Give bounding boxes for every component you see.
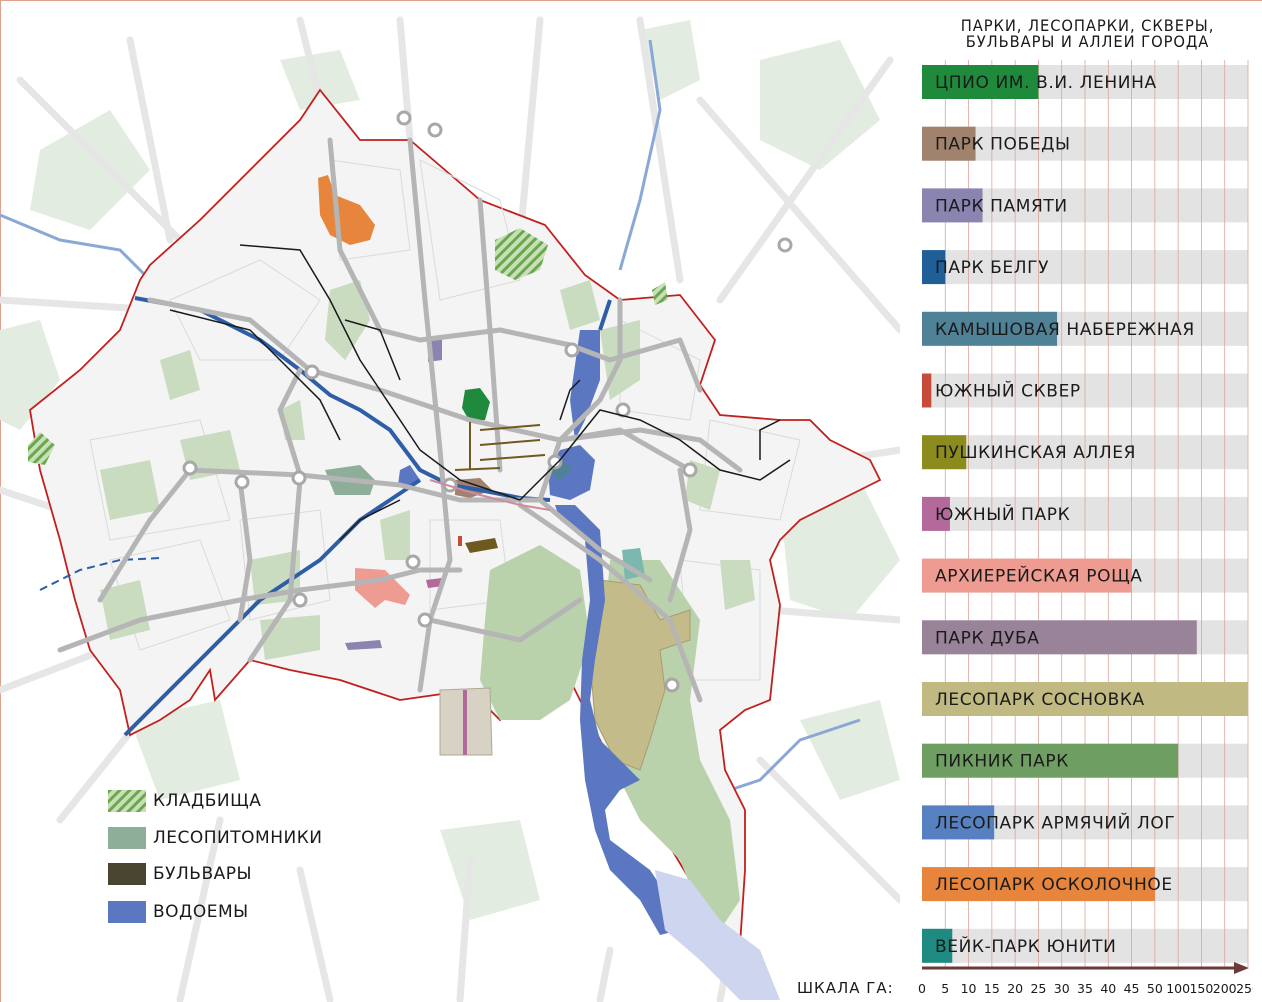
scale-tick-label: 20 — [1007, 981, 1023, 996]
nursery-swatch-icon — [108, 827, 146, 849]
bar — [922, 188, 983, 223]
bar — [922, 65, 1039, 99]
scale-tick-label: 5 — [941, 981, 949, 996]
water-bodies — [398, 330, 680, 935]
bar-label: ПАРК ДУБА — [935, 628, 1039, 648]
oskolochnoe-forest-park — [318, 175, 375, 245]
frame-border-top — [0, 0, 1262, 1]
bar-label: ПИКНИК ПАРК — [935, 752, 1069, 772]
scale-tick-label: 30 — [1054, 981, 1070, 996]
legend-label-nurseries: ЛЕСОПИТОМНИКИ — [153, 828, 323, 848]
bar — [922, 928, 953, 963]
scale-tick-label: 15 — [984, 981, 1000, 996]
pushkin-alley — [465, 538, 498, 553]
bar-label: ПАРК БЕЛГУ — [935, 258, 1049, 278]
bar-label: ЛЕСОПАРК АРМЯЧИЙ ЛОГ — [935, 811, 1175, 833]
bar — [922, 805, 995, 840]
scale-tick-label: 10 — [961, 981, 977, 996]
light-water-south — [655, 870, 780, 1000]
regional-river-east — [618, 39, 662, 271]
legend-label-water: ВОДОЕМЫ — [153, 902, 249, 922]
bar — [922, 867, 1155, 902]
chart-title: ПАРКИ, ЛЕСОПАРКИ, СКВЕРЫ, БУЛЬВАРЫ И АЛЛ… — [933, 18, 1241, 50]
pedestrian-streets — [429, 479, 551, 511]
main-river — [134, 296, 551, 502]
bar-label: ЛЕСОПАРК ОСКОЛОЧНОЕ — [935, 875, 1173, 895]
bar — [922, 126, 976, 161]
bar-label: ВЕЙК-ПАРК ЮНИТИ — [935, 935, 1116, 957]
south-square — [458, 536, 462, 546]
frame-border-left — [0, 0, 1, 1002]
kamyshovaya-embankment — [548, 460, 572, 480]
legend-label-cemeteries: КЛАДБИЩА — [153, 791, 262, 811]
bar-label: АРХИЕРЕЙСКАЯ РОЩА — [935, 565, 1143, 587]
water-swatch-icon — [108, 901, 146, 923]
bar-label: КАМЫШОВАЯ НАБЕРЕЖНАЯ — [935, 320, 1195, 340]
central-park-lenin — [462, 388, 490, 422]
regional-river — [0, 213, 162, 292]
bar — [922, 496, 950, 531]
roundabouts — [182, 110, 793, 693]
scale-arrow-head-icon — [1234, 962, 1249, 974]
bar — [922, 250, 946, 285]
scale-tick-label: 0 — [918, 981, 926, 996]
bar — [922, 743, 1179, 778]
scale-tick-label: 250 — [1236, 981, 1253, 996]
bar — [922, 620, 1197, 655]
scale-tick-label: 40 — [1100, 981, 1116, 996]
bar — [922, 435, 967, 470]
tributary-dashed — [39, 557, 161, 591]
arkhiereyskaya-grove — [355, 568, 410, 608]
scale-tick-label: 50 — [1147, 981, 1163, 996]
bar-label: ЦПИО ИМ. В.И. ЛЕНИНА — [935, 73, 1157, 93]
chart-title-line-2: БУЛЬВАРЫ И АЛЛЕИ ГОРОДА — [965, 32, 1210, 51]
bar-label: ЛЕСОПАРК СОСНОВКА — [935, 690, 1145, 710]
bar-label: ПАРК ПАМЯТИ — [935, 196, 1068, 216]
chart-title-line-1: ПАРКИ, ЛЕСОПАРКИ, СКВЕРЫ, — [960, 16, 1215, 35]
city-map — [0, 16, 900, 1002]
bar-label: ЮЖНЫЙ СКВЕР — [935, 380, 1081, 402]
scale-tick-label: 150 — [1189, 981, 1213, 996]
scale-tick-label: 100 — [1166, 981, 1190, 996]
north-river — [598, 299, 612, 331]
park-area-bar-chart: ЦПИО ИМ. В.И. ЛЕНИНА ПАРК ПОБЕДЫ ПАРК ПАМЯ… — [918, 60, 1253, 996]
bar — [922, 558, 1132, 593]
hatched-green-swatch-icon — [108, 790, 146, 812]
bar — [922, 682, 1248, 716]
bar-label: ПУШКИНСКАЯ АЛЛЕЯ — [935, 443, 1136, 463]
scale-tick-label: 200 — [1213, 981, 1237, 996]
nursery-strip — [463, 690, 467, 755]
boulevards — [454, 422, 546, 471]
cemetery-north — [495, 228, 548, 280]
bar-label: ЮЖНЫЙ ПАРК — [935, 503, 1070, 525]
bar — [922, 311, 1058, 346]
bar-label: ПАРК ПОБЕДЫ — [935, 135, 1071, 155]
bar — [922, 373, 932, 408]
railways — [169, 244, 791, 541]
cemetery-east — [652, 282, 668, 305]
scale-title: ШКАЛА ГА: — [797, 979, 894, 997]
scale-tick-label: 25 — [1030, 981, 1046, 996]
scale-tick-label: 35 — [1077, 981, 1093, 996]
legend-label-boulevards: БУЛЬВАРЫ — [153, 864, 253, 884]
park-belgu — [345, 640, 382, 650]
boulevard-swatch-icon — [108, 863, 146, 885]
scale-tick-label: 45 — [1124, 981, 1140, 996]
cemetery-west — [28, 432, 55, 465]
